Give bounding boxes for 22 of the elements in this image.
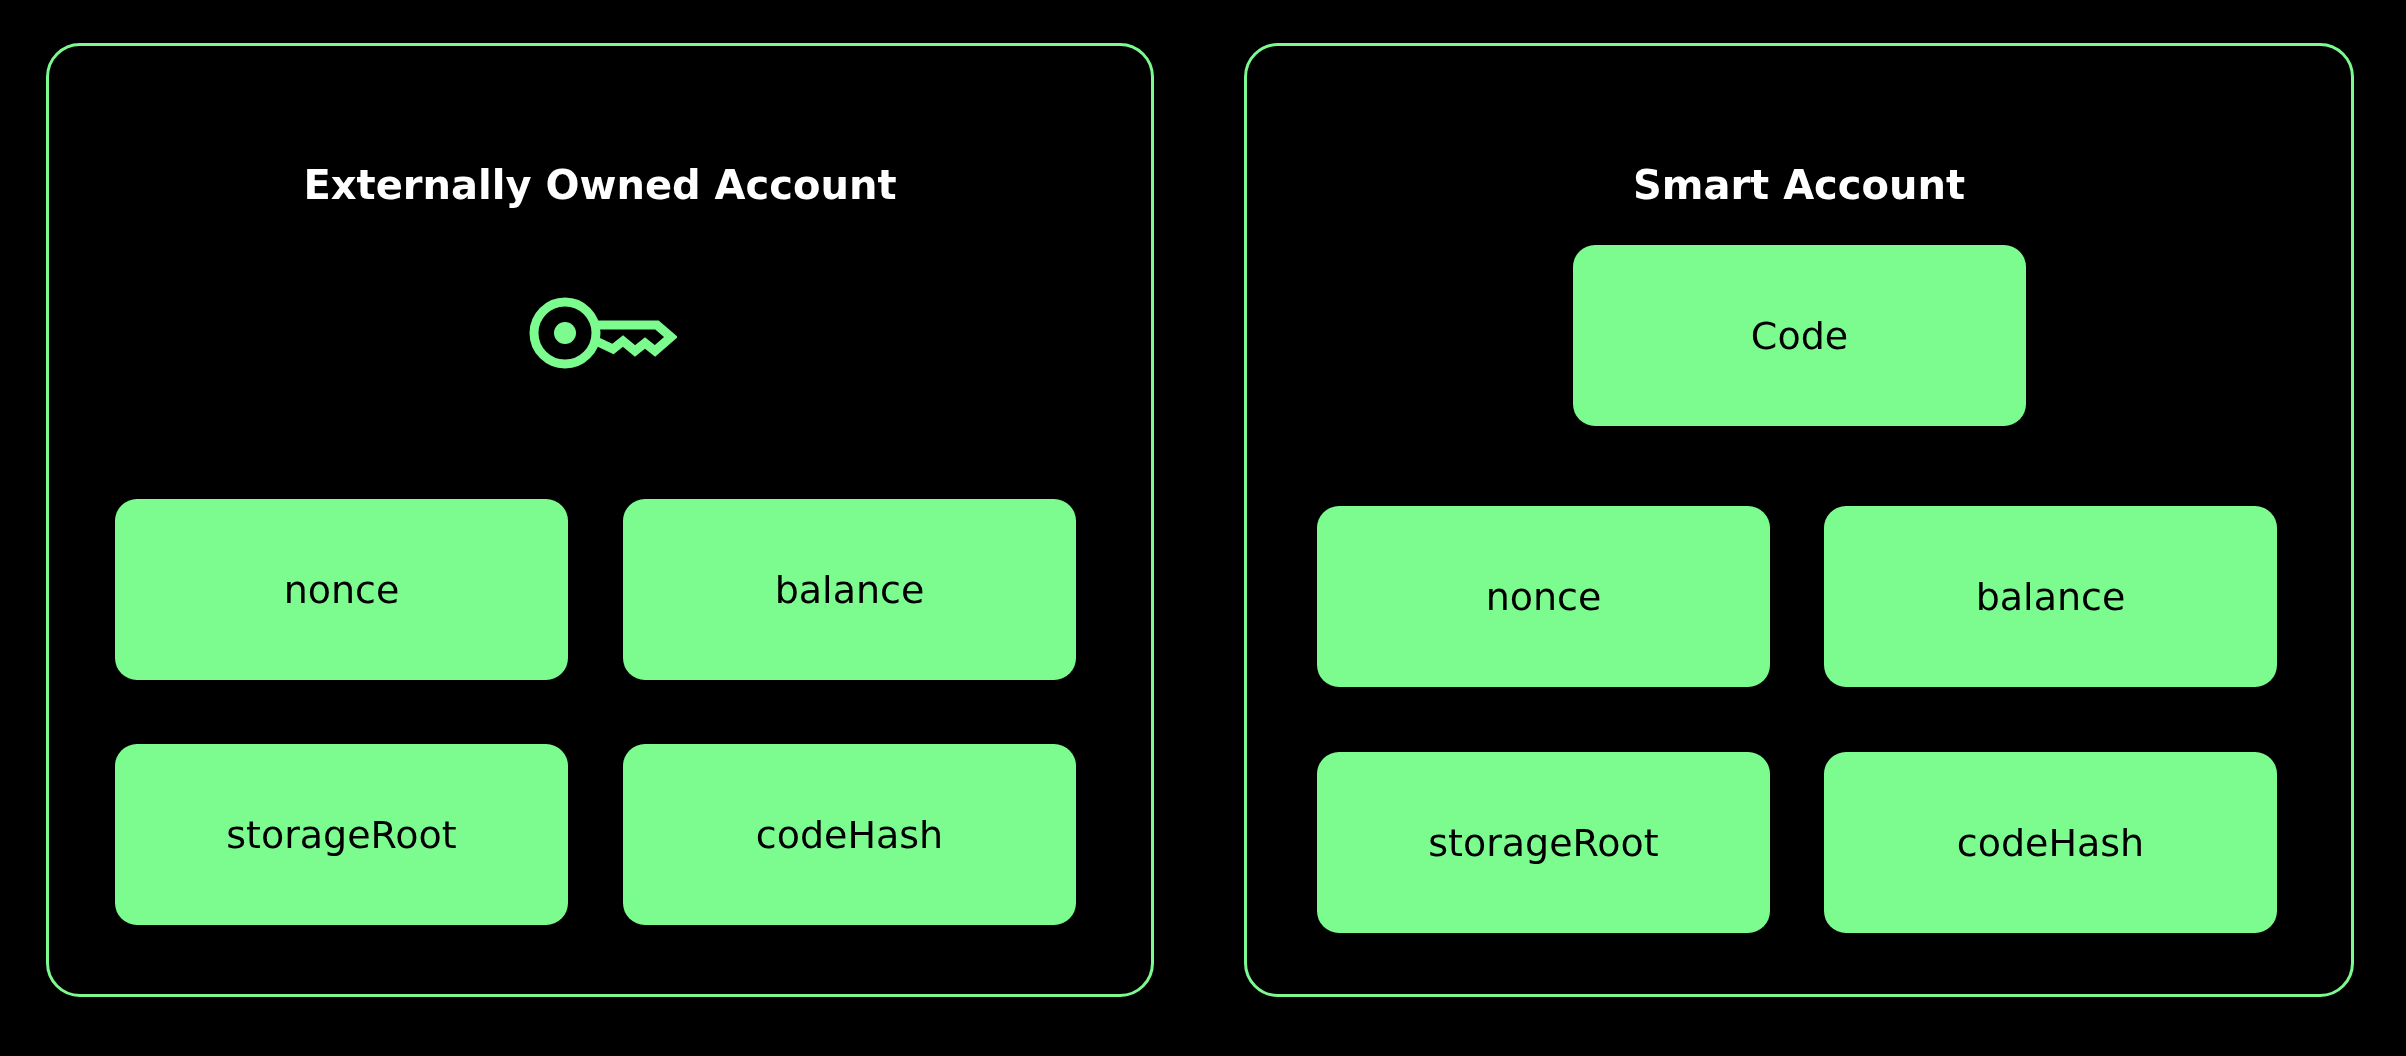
- field-label: storageRoot: [1428, 820, 1659, 865]
- field-box: [115, 499, 568, 680]
- field-label: Code: [1750, 313, 1849, 358]
- field-box: [115, 744, 568, 925]
- field-label: balance: [774, 567, 925, 612]
- field-box: [1824, 506, 2277, 687]
- panel-title: Smart Account: [1632, 162, 1966, 208]
- field-box: [623, 744, 1076, 925]
- field-box: [1317, 752, 1770, 933]
- field-box: [623, 499, 1076, 680]
- field-label: nonce: [283, 567, 400, 612]
- account-panel: [46, 43, 1154, 997]
- panel-title: Externally Owned Account: [303, 162, 897, 208]
- account-panel: [1244, 43, 2354, 997]
- field-label: codeHash: [1956, 820, 2145, 865]
- field-box: [1317, 506, 1770, 687]
- field-label: nonce: [1485, 574, 1602, 619]
- field-box: [1824, 752, 2277, 933]
- field-box: [1573, 245, 2026, 426]
- field-label: storageRoot: [226, 812, 457, 857]
- field-label: balance: [1975, 574, 2126, 619]
- field-label: codeHash: [755, 812, 944, 857]
